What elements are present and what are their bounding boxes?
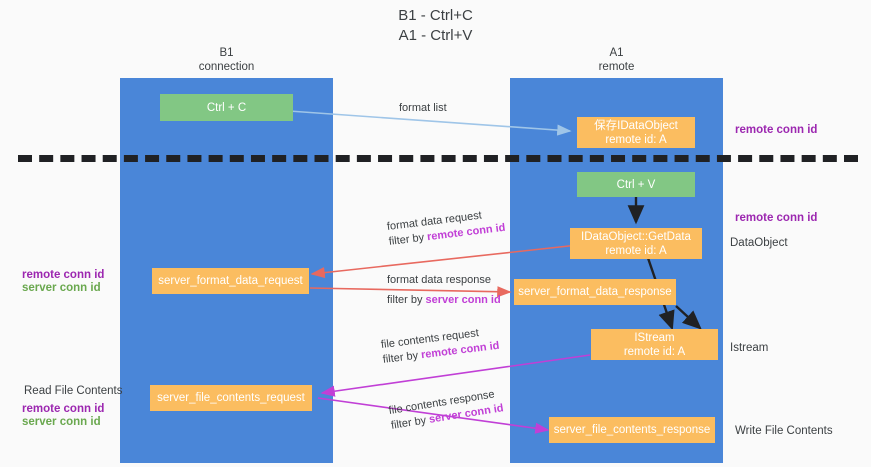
node-idataobject-getdata-remote-id: remote id: A: [605, 244, 667, 257]
edge-label-format-data-response: format data response filter by server co…: [387, 273, 501, 308]
edge-label-format-list: format list: [399, 101, 447, 116]
annotation-istream: Istream: [730, 342, 769, 354]
annotation-remote-conn-id-mid: remote conn id: [735, 212, 818, 224]
node-ctrl-c-label: Ctrl + C: [206, 101, 247, 114]
annotation-read-file-contents: Read File Contents: [24, 385, 123, 397]
node-save-idataobject[interactable]: 保存IDataObject remote id: A: [577, 117, 695, 148]
edge-file-contents-request: [320, 354, 591, 397]
node-ctrl-v[interactable]: Ctrl + V: [577, 172, 695, 197]
title-line-2: A1 - Ctrl+V: [398, 27, 473, 44]
edge-file-contents-response: [317, 397, 550, 434]
column-header-b1-name: B1: [219, 47, 234, 59]
node-server-file-contents-request[interactable]: server_file_contents_request: [150, 385, 312, 411]
annotation-remote-conn-id-left-1: remote conn id: [22, 269, 105, 281]
phase-divider: [18, 155, 858, 162]
edge-format-data-request: [310, 244, 579, 279]
annotation-server-conn-id-left-2: server conn id: [22, 416, 101, 428]
node-idataobject-getdata-label: IDataObject::GetData: [581, 230, 691, 243]
column-header-a1-role: remote: [598, 61, 635, 73]
filter-prefix: filter by: [382, 349, 422, 366]
column-header-b1-role: connection: [198, 61, 255, 73]
filter-prefix: filter by: [387, 294, 426, 306]
node-istream-remote-id: remote id: A: [623, 345, 686, 358]
column-header-b1: B1 connection: [120, 46, 333, 74]
edge-label-format-data-response-line1: format data response: [387, 274, 491, 286]
annotation-dataobject: DataObject: [730, 237, 788, 249]
edge-format-list: [274, 109, 572, 136]
node-server-format-data-response[interactable]: server_format_data_response: [514, 279, 676, 305]
annotation-write-file-contents: Write File Contents: [735, 425, 833, 437]
node-idataobject-getdata[interactable]: IDataObject::GetData remote id: A: [570, 228, 702, 259]
edge-formatresponse-to-istream: [675, 305, 702, 330]
node-save-idataobject-label: 保存IDataObject: [594, 119, 678, 132]
node-server-file-contents-request-label: server_file_contents_request: [157, 392, 305, 404]
edge-label-format-list-text: format list: [399, 102, 447, 114]
node-istream[interactable]: IStream remote id: A: [591, 329, 718, 360]
filter-key-server-conn-id: server conn id: [425, 294, 501, 306]
page-title: B1 - Ctrl+C A1 - Ctrl+V: [0, 6, 871, 46]
node-save-idataobject-remote-id: remote id: A: [605, 133, 667, 146]
title-line-1: B1 - Ctrl+C: [398, 7, 473, 24]
node-server-file-contents-response-label: server_file_contents_response: [553, 424, 711, 436]
filter-prefix: filter by: [388, 231, 428, 248]
node-ctrl-v-label: Ctrl + V: [616, 178, 656, 191]
node-server-file-contents-response[interactable]: server_file_contents_response: [549, 417, 715, 443]
annotation-remote-conn-id-top: remote conn id: [735, 124, 818, 136]
node-server-format-data-request[interactable]: server_format_data_request: [152, 268, 309, 294]
column-header-a1: A1 remote: [510, 46, 723, 74]
edge-label-format-data-response-line2: filter by server conn id: [387, 293, 501, 308]
node-ctrl-c[interactable]: Ctrl + C: [160, 94, 293, 121]
annotation-server-conn-id-left-1: server conn id: [22, 282, 101, 294]
node-server-format-data-request-label: server_format_data_request: [158, 275, 303, 287]
annotation-remote-conn-id-left-2: remote conn id: [22, 403, 105, 415]
node-server-format-data-response-label: server_format_data_response: [518, 286, 672, 298]
node-istream-label: IStream: [634, 331, 675, 344]
column-header-a1-name: A1: [609, 47, 624, 59]
edge-format-data-response: [309, 286, 512, 298]
